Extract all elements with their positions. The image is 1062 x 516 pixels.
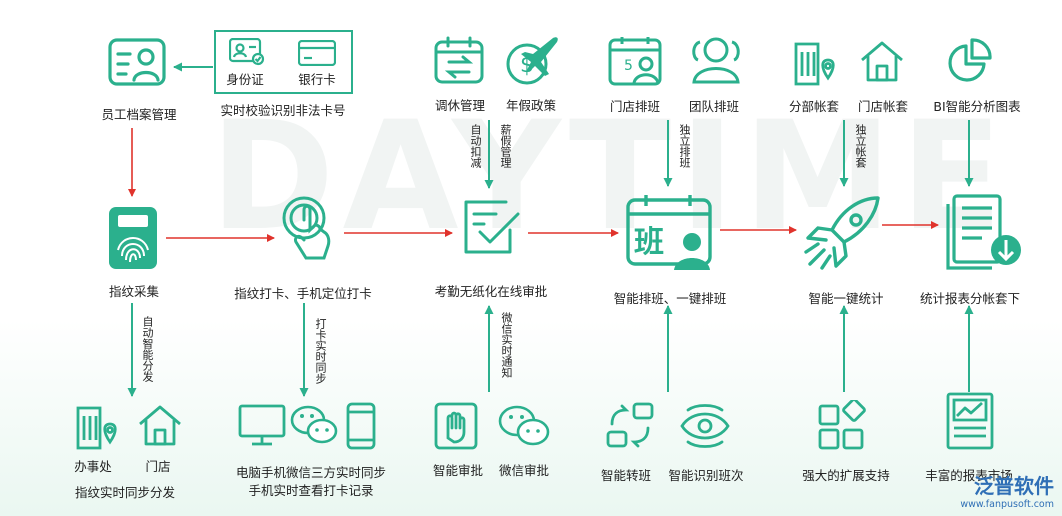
eye-recognize-icon (678, 402, 732, 450)
report-market-icon (946, 392, 994, 450)
team-icon (686, 34, 746, 84)
wechat-approve-icon (498, 404, 550, 448)
svg-text:5: 5 (624, 58, 633, 74)
annual-leave-plane-icon: $ (505, 37, 558, 86)
logo-name: 泛普软件 (974, 474, 1054, 498)
label-id-card: 身份证 (226, 72, 264, 87)
edge-punch-sync: 打卡实时同步 (314, 318, 327, 384)
label-smart-approve: 智能审批 (432, 463, 484, 478)
label-smart-recognize: 智能识别班次 (668, 468, 744, 483)
office-building-icon (74, 404, 122, 450)
label-smart-switch: 智能转班 (600, 468, 652, 483)
bank-card-icon (298, 40, 336, 66)
label-devices-1: 电脑手机微信三方实时同步 (235, 465, 387, 480)
schedule-calendar-icon: 班 (626, 194, 716, 270)
label-office: 办事处 (74, 459, 112, 474)
edge-leave-manage: 薪假管理 (499, 124, 512, 168)
label-wechat-approve: 微信审批 (498, 463, 550, 478)
computer-icon (238, 404, 286, 446)
store-books-house-icon (858, 40, 906, 82)
label-verify: 实时校验识别非法卡号 (220, 103, 346, 118)
label-stats: 智能一键统计 (808, 291, 884, 306)
label-annual: 年假政策 (505, 98, 557, 113)
store-house-icon (136, 404, 184, 446)
wechat-icon (290, 404, 338, 446)
leave-calendar-icon (434, 36, 484, 84)
smart-approve-hand-icon (434, 402, 478, 450)
label-devices-2: 手机实时查看打卡记录 (248, 483, 374, 498)
bi-pie-chart-icon (946, 38, 992, 84)
label-bank-card: 银行卡 (298, 72, 336, 87)
label-extension: 强大的扩展支持 (802, 468, 890, 483)
employee-file-icon (108, 38, 166, 86)
label-store: 门店 (145, 459, 171, 474)
label-punch: 指纹打卡、手机定位打卡 (234, 286, 372, 301)
label-sync-dist: 指纹实时同步分发 (74, 485, 176, 500)
svg-text:班: 班 (634, 225, 664, 260)
fingerprint-icon (109, 207, 157, 269)
edge-auto-distribute: 自动智能分发 (141, 316, 154, 382)
touch-punch-icon (278, 196, 342, 262)
attendance-approve-icon (462, 196, 522, 256)
smart-switch-icon (606, 402, 656, 450)
extension-blocks-icon (818, 400, 866, 450)
mobile-phone-icon (346, 402, 376, 450)
watermark: DAYTIME (210, 90, 1011, 264)
edge-independent-schedule: 独立排班 (678, 124, 691, 168)
label-team-schedule: 团队排班 (688, 99, 740, 114)
branch-books-building-icon (792, 40, 840, 86)
edge-independent-books: 独立帐套 (854, 124, 867, 168)
rocket-icon (800, 194, 882, 270)
label-branch-books: 分部帐套 (788, 99, 840, 114)
brand-logo: 泛普软件 www.fanpusoft.com (960, 470, 1054, 510)
edge-wechat-notify: 微信实时通知 (500, 312, 513, 378)
logo-url: www.fanpusoft.com (960, 499, 1054, 510)
label-schedule: 智能排班、一键排班 (613, 291, 727, 306)
label-fingerprint: 指纹采集 (108, 284, 160, 299)
label-store-books: 门店帐套 (857, 99, 909, 114)
label-bi-chart: BI智能分析图表 (933, 99, 1021, 114)
label-leave: 调休管理 (434, 98, 486, 113)
label-store-schedule: 门店排班 (609, 99, 661, 114)
label-employee-file: 员工档案管理 (101, 107, 177, 122)
label-attendance: 考勤无纸化在线审批 (434, 284, 548, 299)
label-report: 统计报表分帐套下 (919, 291, 1021, 306)
id-card-icon (229, 38, 265, 66)
label-report-market: 丰富的报表市场 (925, 468, 1013, 483)
report-document-icon (946, 194, 1021, 272)
edge-auto-deduct: 自动扣减 (469, 124, 482, 168)
store-schedule-icon: 5 (608, 36, 664, 86)
